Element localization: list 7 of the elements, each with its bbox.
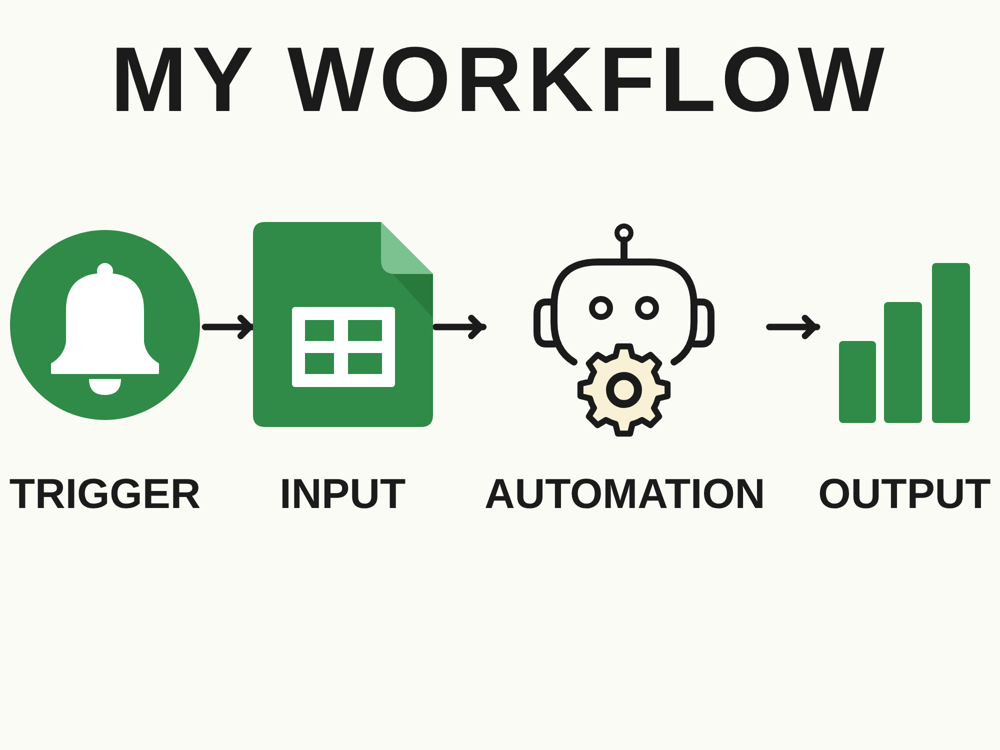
arrow — [432, 314, 487, 340]
step-label: OUTPUT — [818, 473, 991, 515]
step-label: AUTOMATION — [484, 473, 766, 515]
step-label: INPUT — [280, 473, 406, 515]
arrow — [766, 314, 820, 340]
diagram-title: MY WORKFLOW — [110, 34, 890, 126]
step-label: TRIGGER — [9, 473, 201, 515]
